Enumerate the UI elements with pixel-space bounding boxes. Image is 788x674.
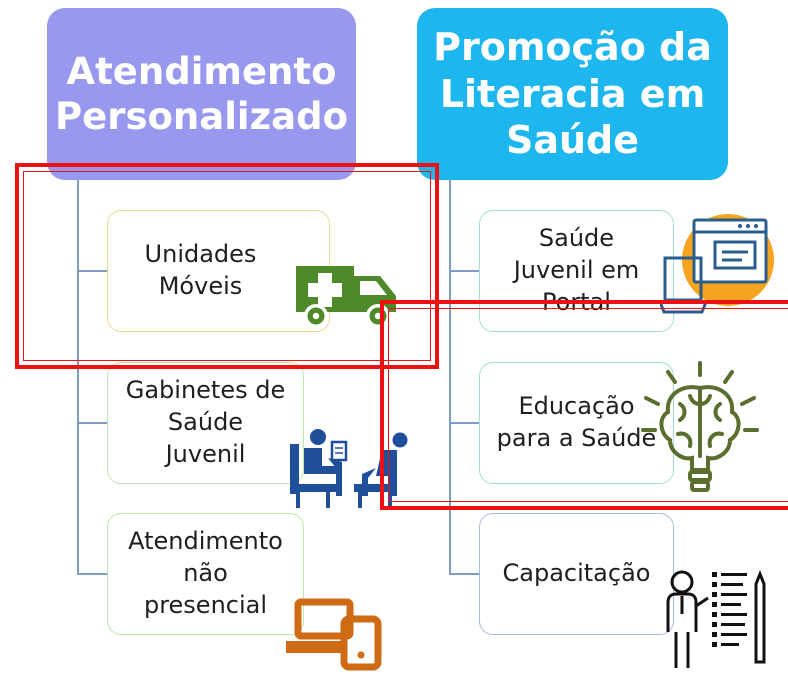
consultation-icon	[290, 429, 408, 508]
node-line: Unidades	[144, 240, 257, 269]
node-line: Móveis	[158, 272, 243, 300]
node-line: Educação	[518, 392, 635, 421]
connector-trunk-right	[449, 180, 451, 575]
connector-branch	[77, 573, 108, 575]
node-unidades-moveis: Unidades Móveis	[107, 210, 330, 332]
node-line: presencial	[143, 590, 268, 619]
node-line: Gabinetes de	[125, 376, 286, 405]
connector-trunk-left	[77, 180, 79, 575]
highlight-box-educacao	[380, 300, 788, 510]
node-line: Juvenil em	[513, 256, 640, 285]
header-line: Literacia em	[439, 71, 706, 116]
node-line: Saúde	[167, 408, 244, 437]
node-line: para a Saúde	[496, 424, 657, 452]
node-line: não	[183, 559, 228, 588]
node-line: Capacitação	[502, 559, 651, 588]
connector-branch	[449, 422, 480, 424]
node-line: Juvenil	[165, 439, 246, 468]
header-promocao-literacia-saude: Promoção da Literacia em Saúde	[417, 8, 728, 180]
node-line: Atendimento	[128, 527, 283, 556]
header-atendimento-personalizado: Atendimento Personalizado	[47, 8, 356, 180]
node-educacao-para-saude: Educação para a Saúde	[479, 362, 674, 484]
ambulance-van-icon	[296, 266, 396, 328]
laptop-tablet-icon	[286, 598, 382, 671]
web-portal-laptop-icon	[660, 214, 774, 314]
header-line: Promoção da	[433, 25, 712, 70]
header-line: Atendimento	[66, 49, 337, 93]
node-atendimento-nao-presencial: Atendimento não presencial	[107, 513, 304, 635]
highlight-box-unidades-moveis	[15, 163, 439, 369]
header-line: Personalizado	[55, 95, 348, 138]
connector-branch	[77, 270, 108, 272]
connector-branch	[77, 422, 108, 424]
node-gabinetes-saude-juvenil: Gabinetes de Saúde Juvenil	[107, 362, 304, 484]
trainer-checklist-icon	[666, 569, 766, 668]
connector-branch	[449, 573, 480, 575]
node-capacitacao: Capacitação	[479, 513, 674, 635]
header-line: Saúde	[505, 118, 640, 163]
brain-lightbulb-icon	[641, 361, 759, 492]
node-line: Saúde	[538, 224, 615, 253]
connector-branch	[449, 270, 480, 272]
